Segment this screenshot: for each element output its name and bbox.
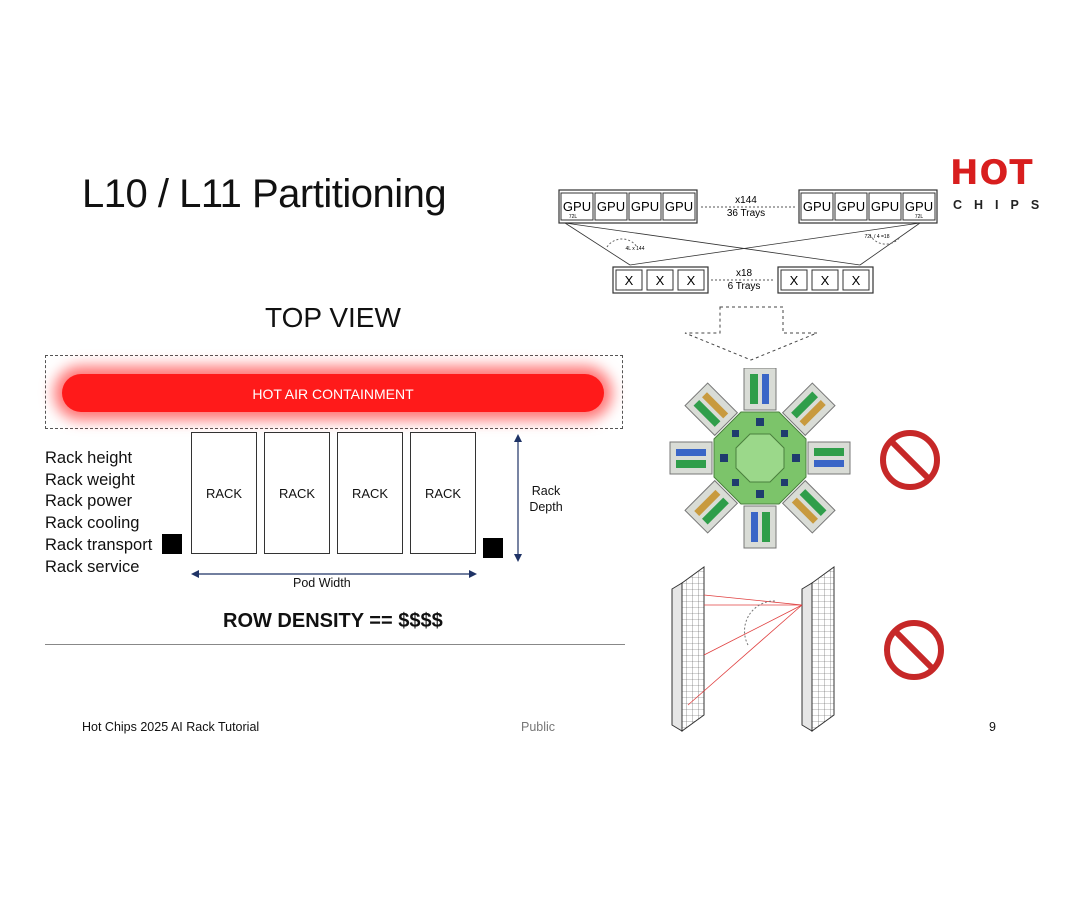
footer-left: Hot Chips 2025 AI Rack Tutorial (82, 720, 260, 734)
hot-chips-logo-bottom: CHIPS (953, 198, 1052, 212)
rack: RACK (264, 432, 330, 554)
gpu-label: GPU (597, 199, 625, 214)
rack-depth-label: Rack Depth (529, 483, 563, 515)
hot-chips-logo-top: HOT (950, 153, 1034, 193)
switch-label: X (625, 273, 634, 288)
switch-label: X (852, 273, 861, 288)
hot-air-containment-box (45, 355, 623, 429)
gpu-label: GPU (631, 199, 659, 214)
service-block (162, 534, 182, 554)
switch-trays-label: 6 Trays (728, 281, 761, 292)
pod-width-label: Pod Width (293, 576, 351, 590)
row-density-label: ROW DENSITY == $$$$ (223, 610, 443, 632)
page-number: 9 (989, 720, 996, 734)
rack: RACK (337, 432, 403, 554)
topology-diagram: GPU GPU GPU GPU 72L GPU GPU GPU GPU 72L … (558, 189, 938, 361)
gpu-label: GPU (563, 199, 591, 214)
switch-port-label-right: 72L / 4 =18 (865, 234, 890, 240)
gpu-port-label: 72L (915, 214, 924, 220)
divider (45, 644, 625, 645)
rack: RACK (410, 432, 476, 554)
list-item: Rack weight (45, 470, 135, 489)
gpu-trays-label: 36 Trays (727, 208, 765, 219)
gpu-label: GPU (905, 199, 933, 214)
hot-air-glow (62, 374, 604, 412)
switch-label: X (821, 273, 830, 288)
list-item: Rack service (45, 557, 140, 576)
dimension-arrows (191, 434, 522, 578)
gpu-count-label: x144 (735, 195, 757, 206)
no-sign-icon (884, 620, 944, 680)
list-item: Rack transport (45, 535, 153, 554)
switch-port-label: 4L x 144 (626, 246, 645, 252)
rack-requirements-list: Rack height Rack weight Rack power Rack … (45, 448, 152, 578)
gpu-label: GPU (871, 199, 899, 214)
list-item: Rack cooling (45, 514, 140, 533)
switch-label: X (790, 273, 799, 288)
footer-center: Public (521, 720, 556, 734)
gpu-label: GPU (803, 199, 831, 214)
switch-label: X (687, 273, 696, 288)
rack: RACK (191, 432, 257, 554)
list-item: Rack power (45, 492, 133, 511)
gpu-label: GPU (837, 199, 865, 214)
rack-depth-line: Rack (531, 484, 561, 498)
gpu-port-label: 72L (569, 214, 578, 220)
octagon-pod-illustration (669, 368, 851, 549)
parallel-walls-illustration (671, 566, 835, 732)
rack-depth-line: Depth (529, 500, 563, 514)
top-view-label: TOP VIEW (265, 302, 401, 333)
no-sign-icon (880, 430, 940, 490)
list-item: Rack height (45, 449, 133, 467)
slide-title: L10 / L11 Partitioning (82, 172, 447, 216)
switch-count-label: x18 (736, 268, 753, 279)
service-block (483, 538, 503, 558)
gpu-label: GPU (665, 199, 693, 214)
switch-label: X (656, 273, 665, 288)
hot-air-label: HOT AIR CONTAINMENT (252, 386, 414, 402)
